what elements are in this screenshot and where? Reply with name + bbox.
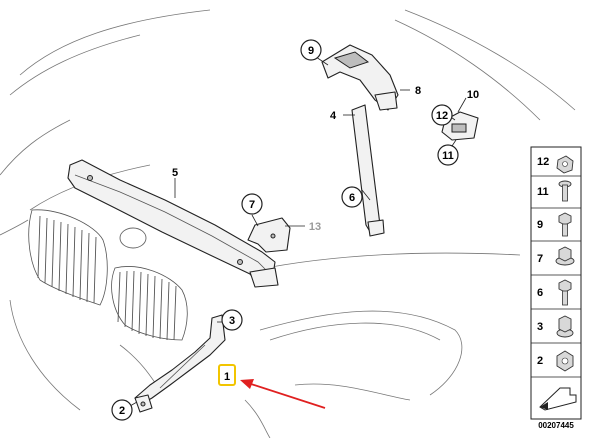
svg-text:10: 10: [467, 89, 479, 101]
bolt-icon: [558, 180, 572, 202]
svg-text:3: 3: [537, 321, 543, 333]
side-item-12: 12: [537, 155, 574, 174]
callout-7: 7: [241, 193, 263, 215]
side-item-3: 3: [537, 315, 574, 338]
svg-text:2: 2: [119, 405, 125, 417]
nut-icon: [555, 246, 575, 266]
svg-text:9: 9: [537, 219, 543, 231]
bolt-icon: [558, 279, 572, 306]
svg-text:6: 6: [349, 192, 355, 204]
car-body-outline: [0, 9, 576, 438]
nut-icon: [556, 315, 574, 338]
red-arrow-icon: [240, 379, 326, 409]
crossmember-part-5: [67, 159, 279, 288]
svg-text:2: 2: [537, 355, 543, 367]
hinge-part-8: [321, 44, 399, 111]
bolt-icon: [558, 212, 572, 237]
catalog-arrow-icon: [539, 387, 577, 411]
svg-text:4: 4: [330, 110, 337, 122]
callout-5: 5: [172, 167, 178, 179]
side-item-6: 6: [537, 279, 572, 306]
svg-text:13: 13: [309, 221, 321, 233]
svg-text:5: 5: [172, 167, 178, 179]
bracket-part-13: [247, 217, 291, 253]
callout-2: 2: [111, 399, 133, 421]
nut-icon: [556, 350, 574, 372]
callout-4: 4: [330, 110, 337, 122]
callout-11: 11: [437, 144, 459, 166]
svg-text:12: 12: [436, 110, 448, 122]
svg-text:12: 12: [537, 156, 549, 168]
callout-12: 12: [431, 104, 453, 126]
callout-3: 3: [221, 309, 243, 331]
kidney-grille-right: [111, 266, 188, 341]
svg-text:6: 6: [537, 287, 543, 299]
catalog-number: 00207445: [538, 421, 574, 430]
hood-emblem: [119, 227, 147, 249]
side-item-7: 7: [537, 246, 575, 266]
side-item-2: 2: [537, 350, 574, 372]
callout-6: 6: [341, 186, 363, 208]
callout-10: 10: [467, 89, 479, 101]
bracket-part-1: [134, 314, 226, 413]
strut-part-6: [351, 104, 385, 237]
callout-9: 9: [300, 39, 322, 61]
svg-text:3: 3: [229, 315, 235, 327]
fastener-side-panel: 12 11 9 7: [530, 146, 582, 430]
svg-text:11: 11: [442, 150, 454, 162]
svg-text:8: 8: [415, 85, 421, 97]
svg-text:9: 9: [308, 45, 314, 57]
side-item-9: 9: [537, 212, 572, 237]
svg-text:11: 11: [537, 186, 549, 198]
svg-text:7: 7: [537, 253, 543, 265]
callout-13: 13: [309, 221, 321, 233]
kidney-grille-left: [28, 209, 108, 306]
callout-8: 8: [415, 85, 421, 97]
callout-1: 1: [218, 364, 236, 386]
side-item-11: 11: [537, 180, 572, 202]
svg-text:1: 1: [224, 371, 230, 383]
svg-text:7: 7: [249, 199, 255, 211]
